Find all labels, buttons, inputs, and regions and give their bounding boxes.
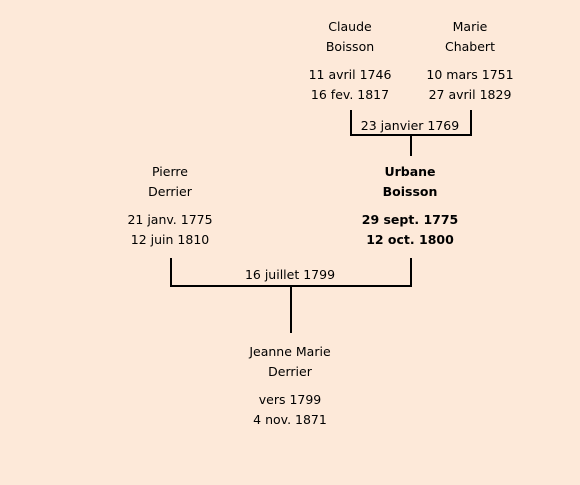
marriage-date-pierre-urbane: 16 juillet 1799 <box>244 267 336 282</box>
death-date: 16 fev. 1817 <box>310 87 390 102</box>
first-name: Jeanne Marie <box>249 344 331 359</box>
last-name: Derrier <box>148 184 192 199</box>
last-name: Boisson <box>325 39 375 54</box>
marriage-right-drop <box>470 110 472 136</box>
marriage-right-drop <box>410 258 412 287</box>
birth-date: 21 janv. 1775 <box>127 212 213 227</box>
person-pierre-derrier: Pierre Derrier 21 janv. 1775 12 juin 181… <box>90 162 250 250</box>
person-urbane-boisson: Urbane Boisson 29 sept. 1775 12 oct. 180… <box>330 162 490 250</box>
first-name: Pierre <box>152 164 188 179</box>
first-name: Marie <box>452 19 488 34</box>
person-jeanne-marie-derrier: Jeanne Marie Derrier vers 1799 4 nov. 18… <box>210 342 370 430</box>
marriage-date-claude-marie: 23 janvier 1769 <box>360 118 460 133</box>
marriage-left-drop <box>350 110 352 136</box>
marriage-bar <box>170 285 412 287</box>
birth-date: vers 1799 <box>258 392 322 407</box>
person-marie-chabert: Marie Chabert 10 mars 1751 27 avril 1829 <box>390 17 550 105</box>
birth-date: 11 avril 1746 <box>308 67 392 82</box>
last-name: Chabert <box>445 39 495 54</box>
descent-line <box>290 287 292 333</box>
last-name: Boisson <box>382 184 438 199</box>
death-date: 12 oct. 1800 <box>366 232 454 247</box>
person-claude-boisson: Claude Boisson 11 avril 1746 16 fev. 181… <box>270 17 430 105</box>
death-date: 27 avril 1829 <box>428 87 512 102</box>
last-name: Derrier <box>268 364 312 379</box>
birth-date: 10 mars 1751 <box>426 67 514 82</box>
first-name: Urbane <box>384 164 436 179</box>
first-name: Claude <box>328 19 372 34</box>
descent-line <box>410 136 412 156</box>
death-date: 12 juin 1810 <box>130 232 210 247</box>
death-date: 4 nov. 1871 <box>253 412 327 427</box>
marriage-bar <box>350 134 472 136</box>
marriage-left-drop <box>170 258 172 287</box>
birth-date: 29 sept. 1775 <box>361 212 459 227</box>
